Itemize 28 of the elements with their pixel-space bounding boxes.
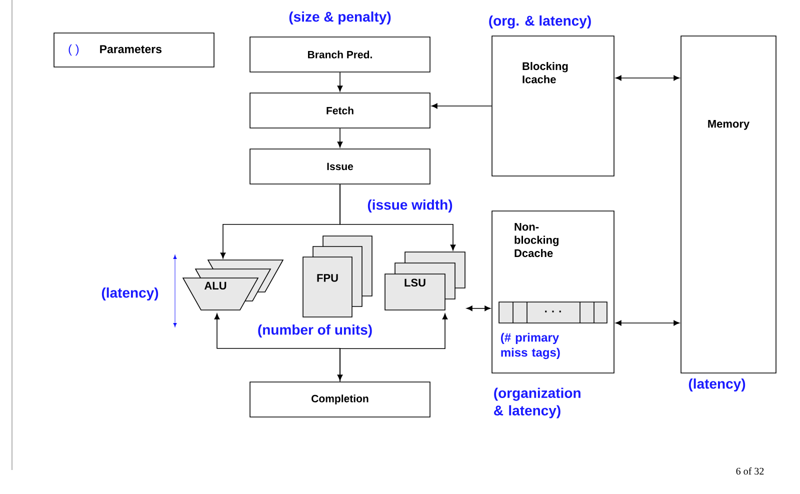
memory-box: Memory xyxy=(680,36,776,374)
parameter-label: (latency) xyxy=(102,287,158,301)
parameter-label: (# primary miss tags) xyxy=(501,332,560,360)
arrow xyxy=(615,320,680,326)
legend-box: ( ) Parameters xyxy=(54,32,214,68)
card-stack: FPU xyxy=(302,236,372,318)
parameter-label: (size & penalty) xyxy=(289,11,391,25)
arrow xyxy=(340,313,448,382)
process-box: Completion xyxy=(250,382,430,418)
page-number: 6 of 32 xyxy=(736,467,764,475)
arrow xyxy=(431,103,492,109)
tag-buffer: . . . xyxy=(498,302,608,324)
parameter-label: (issue width) xyxy=(368,199,452,213)
process-box: Branch Pred. xyxy=(250,36,430,72)
arrow xyxy=(337,72,343,92)
parameter-label: (latency) xyxy=(688,378,746,392)
card-stack: LSU xyxy=(384,252,466,310)
arrow xyxy=(340,184,456,251)
arrow xyxy=(466,306,491,312)
process-box: Fetch xyxy=(250,92,430,128)
cache-box: Blocking Icache xyxy=(492,36,614,176)
arrow xyxy=(615,75,680,81)
arrow xyxy=(337,128,343,148)
arrow xyxy=(214,313,343,381)
process-box: Issue xyxy=(250,148,430,184)
parameter-label: (number of units) xyxy=(258,324,372,338)
parameter-label: (org. & latency) xyxy=(489,15,591,29)
parameter-label: (organization & latency) xyxy=(494,388,580,418)
